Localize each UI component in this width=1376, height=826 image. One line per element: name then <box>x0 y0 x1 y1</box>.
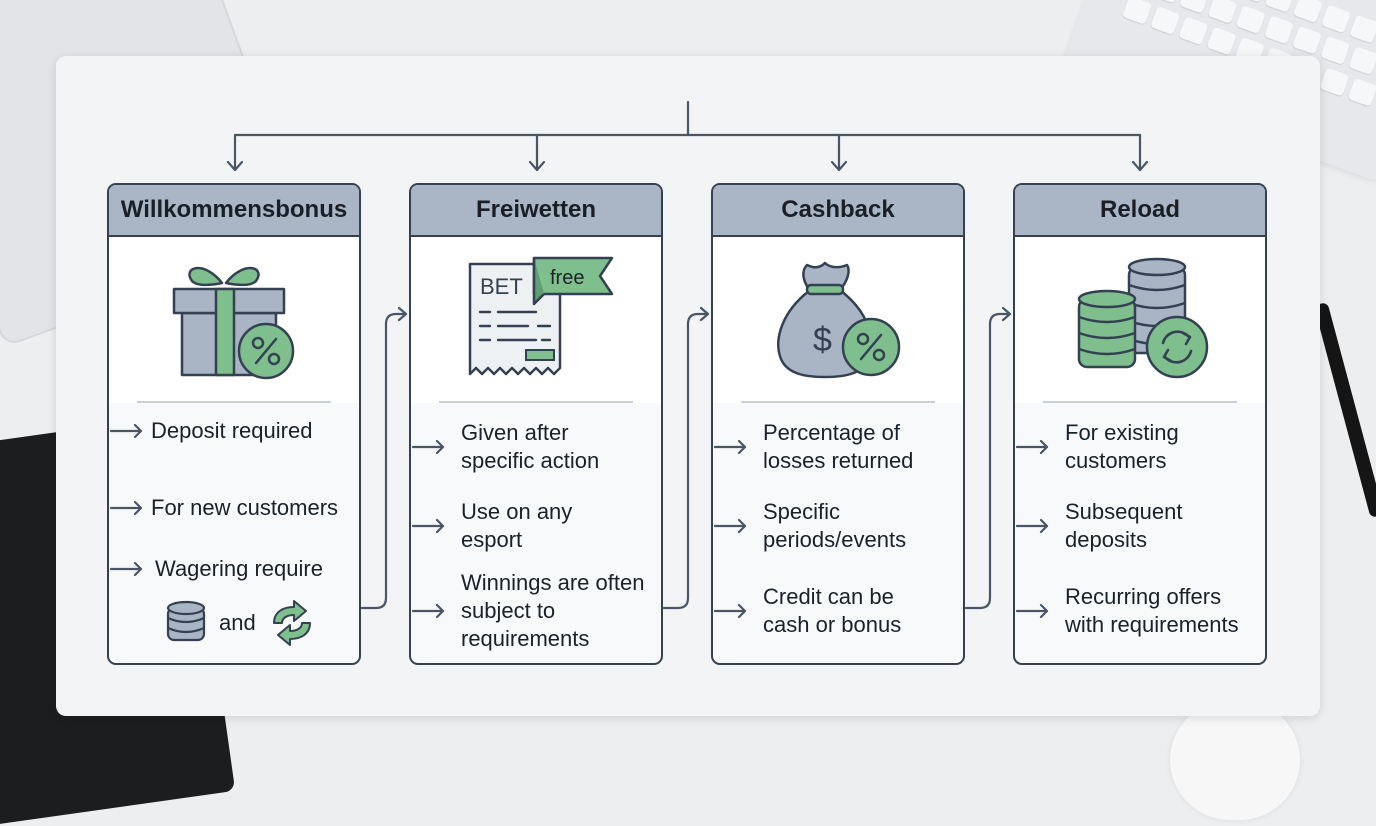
coin-stacks-reload-icon <box>1065 255 1215 385</box>
free-label: free <box>550 267 584 289</box>
arrow-right-icon <box>713 517 749 535</box>
link-arrow-1-2 <box>362 308 406 608</box>
arrow-right-icon <box>109 422 145 440</box>
arrow-right-icon <box>1015 517 1051 535</box>
arrow-right-icon <box>713 438 749 456</box>
arrow-right-icon <box>1015 438 1051 456</box>
card-title: Reload <box>1015 185 1265 237</box>
drop-arrow-3 <box>832 135 846 170</box>
card-willkommensbonus: Willkommensbonus Deposit required For ne… <box>107 183 361 665</box>
arrow-right-icon <box>411 517 447 535</box>
and-label: and <box>219 610 256 636</box>
refresh-arrows-icon <box>268 599 316 647</box>
arrow-right-icon <box>1015 602 1051 620</box>
card-title: Willkommensbonus <box>109 185 359 237</box>
link-arrow-3-4 <box>966 308 1010 608</box>
arrow-right-icon <box>109 499 145 517</box>
link-arrow-2-3 <box>664 308 708 608</box>
arrow-right-icon <box>411 602 447 620</box>
drop-arrow-1 <box>228 135 242 170</box>
card-title: Cashback <box>713 185 963 237</box>
card-freiwetten: Freiwetten BET free Given after specific… <box>409 183 663 665</box>
wagering-extra-row: and <box>165 599 316 647</box>
arrow-right-icon <box>713 602 749 620</box>
card-cashback: Cashback $ Percentage of losses returned… <box>711 183 965 665</box>
bet-label: BET <box>480 274 523 299</box>
bet-ticket-free-icon: BET free <box>456 252 616 388</box>
coin-stack-icon <box>165 600 207 646</box>
card-title: Freiwetten <box>411 185 661 237</box>
drop-arrow-4 <box>1133 135 1147 170</box>
drop-arrow-2 <box>530 135 544 170</box>
arrow-right-icon <box>411 438 447 456</box>
svg-text:$: $ <box>813 321 832 359</box>
arrow-right-icon <box>109 560 145 578</box>
gift-percent-icon <box>164 255 304 385</box>
card-reload: Reload For existing customers <box>1013 183 1267 665</box>
money-bag-percent-icon: $ <box>763 255 913 385</box>
